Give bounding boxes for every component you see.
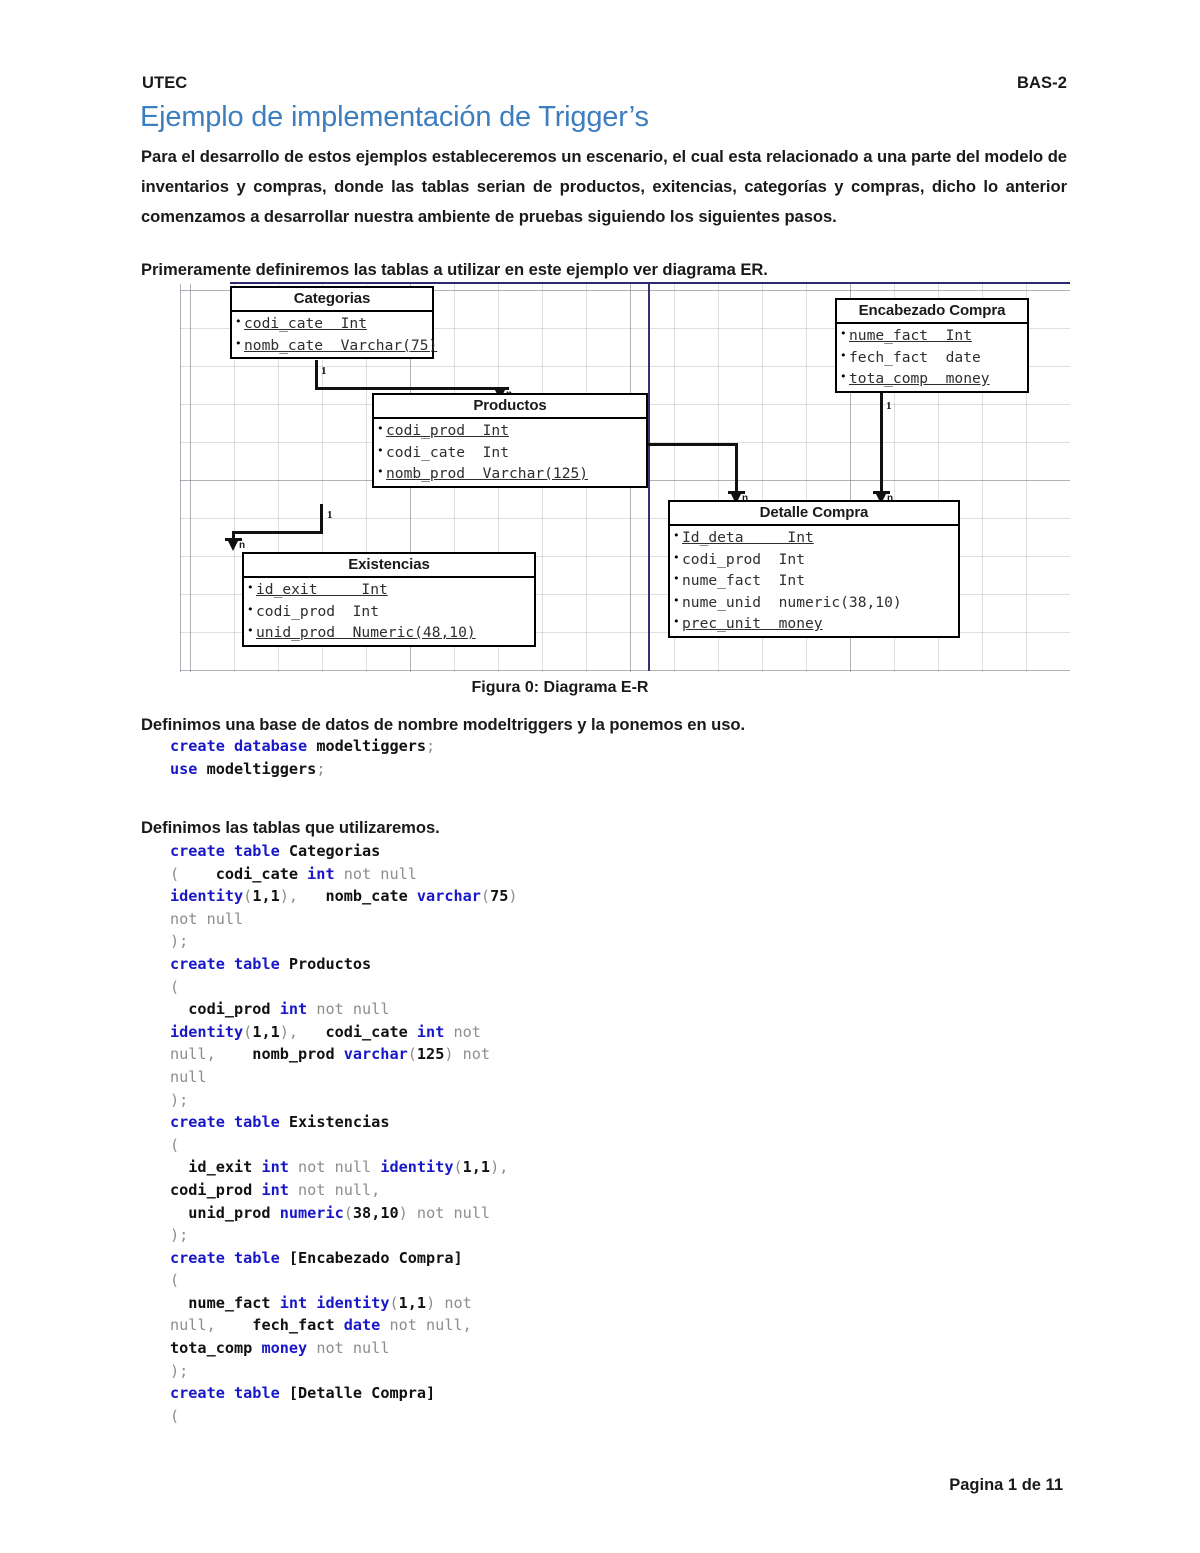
footer-prefix: Pagina — [949, 1476, 1008, 1494]
running-header: UTEC BAS-2 — [142, 74, 1067, 93]
page-footer: Pagina 1 de 11 — [0, 1476, 1063, 1495]
code-line: create table [Detalle Compra] — [170, 1384, 436, 1403]
diagram-top-rule — [230, 282, 1070, 284]
entity-field: nomb_prod Varchar(125) — [377, 461, 646, 485]
code-line: identity(1,1), codi_cate int not — [170, 1022, 481, 1041]
entity-field: nomb_cate Varchar(75) — [235, 333, 437, 357]
entity-field: fech_fact date — [840, 345, 1027, 369]
entity-existencias[interactable]: Existencias id_exit Int codi_prod Int un… — [242, 552, 536, 647]
intro-paragraph: Para el desarrollo de estos ejemplos est… — [141, 147, 1067, 226]
code-line: create database modeltiggers; — [170, 737, 436, 755]
entity-detalle-compra[interactable]: Detalle Compra Id_deta Int codi_prod Int… — [668, 500, 960, 638]
entity-field: nume_fact Int — [840, 323, 1027, 347]
entity-title-encabezado-compra: Encabezado Compra — [837, 300, 1027, 324]
code-line: ( codi_cate int not null — [170, 864, 417, 883]
cardinality-productos-one-exist: 1 — [327, 509, 333, 521]
page-title: Ejemplo de implementación de Trigger’s — [140, 101, 649, 133]
code-block-database[interactable]: create database modeltiggers; use modelti… — [170, 735, 435, 780]
connector-productos-existencias-v1 — [320, 504, 323, 534]
code-block-tables[interactable]: create table Categorias ( codi_cate int n… — [170, 840, 518, 1427]
primeramente-paragraph: Primeramente definiremos las tablas a ut… — [141, 260, 768, 279]
cardinality-detalle-many-enc: n — [887, 493, 894, 504]
entity-field: nume_unid numeric(38,10) — [673, 590, 958, 614]
footer-middle: de — [1017, 1476, 1046, 1494]
entity-title-detalle-compra: Detalle Compra — [670, 502, 958, 526]
code-line: ( — [170, 1271, 180, 1290]
connector-encabezado-detalle-v — [880, 392, 883, 494]
entity-fields-detalle-compra: Id_deta Int codi_prod Int nume_fact Int … — [670, 525, 958, 636]
code-line: ); — [170, 1361, 189, 1380]
connector-productos-existencias-h — [232, 531, 322, 534]
entity-field: codi_cate Int — [377, 440, 646, 464]
connector-categorias-productos-v1 — [315, 360, 318, 390]
diagram-vertical-divider — [648, 283, 650, 671]
code-line: tota_comp money not null — [170, 1339, 390, 1358]
code-line: create table Categorias — [170, 842, 381, 860]
entity-fields-existencias: id_exit Int codi_prod Int unid_prod Nume… — [244, 577, 534, 645]
code-line: create table Productos — [170, 954, 372, 973]
entity-categorias[interactable]: Categorias codi_cate Int nomb_cate Varch… — [230, 286, 437, 359]
code-line: codi_prod int not null, — [170, 1180, 381, 1199]
code-line: identity(1,1), nomb_cate varchar(75) — [170, 887, 518, 906]
cardinality-detalle-many-prod: n — [742, 493, 749, 504]
code-line: not null — [170, 909, 244, 928]
entity-fields-encabezado-compra: nume_fact Int fech_fact date tota_comp m… — [837, 323, 1027, 391]
entity-field: prec_unit money — [673, 611, 958, 635]
entity-fields-categorias: codi_cate Int nomb_cate Varchar(75) — [232, 311, 437, 357]
er-diagram: 1 n 1 n 1 n 1 n Categorias — [180, 282, 1070, 674]
code-line: nume_fact int identity(1,1) not — [170, 1293, 472, 1312]
code-line: ); — [170, 932, 189, 951]
entity-encabezado-compra[interactable]: Encabezado Compra nume_fact Int fech_fac… — [835, 298, 1029, 393]
entity-field: codi_cate Int — [235, 311, 432, 335]
code-line: ); — [170, 1226, 189, 1245]
code-line: ( — [170, 977, 180, 996]
code-line: null, nomb_prod varchar(125) not — [170, 1045, 491, 1064]
footer-page-number: 1 — [1007, 1476, 1018, 1494]
entity-productos[interactable]: Productos codi_prod Int codi_cate Int no… — [372, 393, 648, 488]
footer-total-pages: 11 — [1045, 1476, 1063, 1494]
cardinality-categorias-one: 1 — [321, 365, 327, 377]
code-line: ); — [170, 1090, 189, 1109]
entity-field: tota_comp money — [840, 366, 1027, 390]
code-line: null, fech_fact date not null, — [170, 1316, 472, 1335]
entity-field: unid_prod Numeric(48,10) — [247, 620, 534, 644]
entity-field: id_exit Int — [247, 577, 534, 601]
cardinality-existencias-many: n — [239, 540, 246, 551]
connector-productos-existencias-v2 — [232, 531, 235, 543]
connector-productos-detalle-v — [735, 443, 738, 495]
entity-field: codi_prod Int — [377, 418, 646, 442]
entity-title-productos: Productos — [374, 395, 646, 419]
header-left-label: UTEC — [142, 74, 188, 92]
cardinality-encabezado-one: 1 — [886, 400, 892, 412]
code-line: ( — [170, 1406, 180, 1425]
entity-fields-productos: codi_prod Int codi_cate Int nomb_prod Va… — [374, 418, 646, 486]
entity-field: Id_deta Int — [673, 525, 958, 549]
entity-field: codi_prod Int — [673, 547, 958, 571]
figure-caption: Figura 0: Diagrama E-R — [471, 679, 649, 696]
code-line: ( — [170, 1135, 180, 1154]
code-line: create table [Encabezado Compra] — [170, 1248, 463, 1267]
entity-field: nume_fact Int — [673, 568, 958, 592]
code-line: null — [170, 1067, 207, 1086]
code-line: create table Existencias — [170, 1113, 390, 1132]
code-line: codi_prod int not null — [170, 1000, 390, 1019]
connector-categorias-productos-h — [315, 387, 501, 390]
crowsfoot-existencias-many: n — [225, 538, 246, 551]
entity-title-existencias: Existencias — [244, 554, 534, 578]
entity-field: codi_prod Int — [247, 599, 534, 623]
header-right-label: BAS-2 — [1016, 74, 1067, 92]
entity-title-categorias: Categorias — [232, 288, 432, 312]
definimos-bd-paragraph: Definimos una base de datos de nombre mo… — [141, 715, 746, 734]
code-line: unid_prod numeric(38,10) not null — [170, 1203, 491, 1222]
definimos-tablas-paragraph: Definimos las tablas que utilizaremos. — [141, 818, 440, 837]
code-line: use modeltiggers; — [170, 759, 326, 778]
code-line: id_exit int not null identity(1,1), — [170, 1158, 509, 1177]
